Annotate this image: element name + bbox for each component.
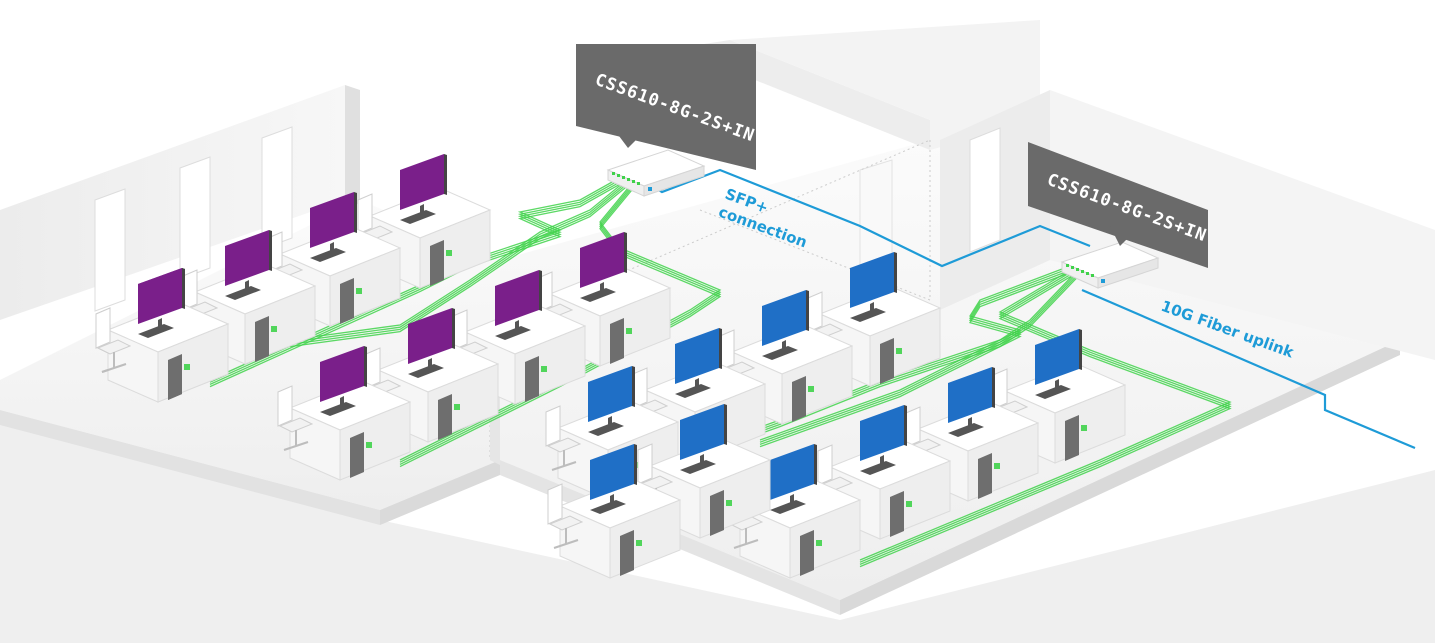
ethernet-cable: [859, 267, 1232, 561]
ethernet-cable: [289, 173, 635, 341]
ethernet-cable: [289, 175, 635, 343]
ethernet-cable: [289, 180, 635, 348]
desktop-workstation-icon: [817, 405, 952, 540]
ethernet-cable: [759, 269, 1071, 446]
workstations: [95, 154, 1127, 579]
sfp-plus-link: [651, 168, 1091, 268]
desktop-workstation-icon: [357, 154, 492, 289]
wall-left-room: [0, 85, 345, 320]
ethernet-cable: [399, 182, 722, 468]
ethernet-cable: [859, 274, 1232, 568]
fiber-links: [651, 168, 1416, 450]
switch-a: CSS610-8G-2S+IN: [576, 44, 757, 197]
ethernet-cable: [759, 267, 1071, 443]
network-switch-icon: [606, 149, 706, 197]
ethernet-cable: [209, 175, 631, 385]
office-chair-icon: [547, 483, 584, 549]
fiber-uplink: [1081, 288, 1416, 450]
ethernet-cable: [209, 178, 631, 388]
desktop-workstation-icon: [547, 444, 682, 579]
office-chair-icon: [545, 405, 582, 471]
desktop-workstation-icon: [277, 346, 412, 481]
ethernet-cable: [289, 177, 635, 346]
office-chair-icon: [277, 385, 314, 451]
ethernet-cable: [759, 265, 1071, 441]
ethernet-cable: [859, 271, 1232, 566]
office-chair-icon: [95, 307, 132, 373]
switch-a-callout: CSS610-8G-2S+IN: [576, 44, 757, 170]
desktop-workstation-icon: [95, 268, 230, 403]
ethernet-cable: [859, 269, 1232, 563]
network-switch-icon: [1060, 241, 1160, 289]
ethernet-cable: [759, 271, 1071, 448]
